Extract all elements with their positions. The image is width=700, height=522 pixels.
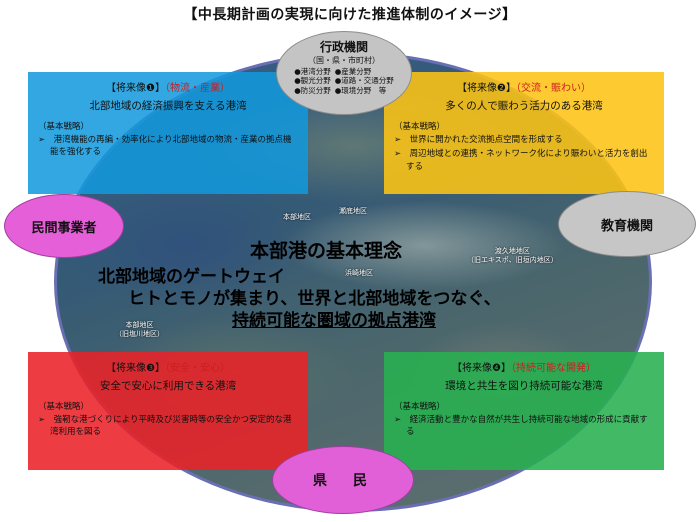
vision-1-subtitle: 北部地域の経済振興を支える港湾 [89,100,247,112]
place-label-toguchi-sub: （旧エキスポ、旧垣内地区） [467,255,558,264]
government-title: 行政機関 [319,40,368,54]
vision-1-strategy-item: ➢ 港湾機能の再編・効率化により北部地域の物流・産業の拠点機能を強化する [38,135,292,158]
core-philosophy-gateway: 北部地域のゲートウェイ [98,267,285,287]
vision-2-strategy-item: ➢ 世界に開かれた交流拠点空間を形成する [394,135,563,145]
vision-3-category: （安全・安心） [164,363,230,374]
government-field: ●港湾分野 [294,67,331,76]
place-label-motobu2-name: 本部地区 [125,321,154,329]
government-fields: ●港湾分野 ●産業分野 ●観光分野 ●道路・交通分野 ●防災分野 ●環境分野 等 [294,67,394,95]
page-title: 【中長期計画の実現に向けた推進体制のイメージ】 [183,7,517,23]
core-philosophy-hub: 持続可能な圏域の拠点港湾 [232,311,436,331]
stakeholder-government: 行政機関 （国・県・市町村） ●港湾分野 ●産業分野 ●観光分野 ●道路・交通分… [276,31,412,115]
government-field: ●観光分野 [294,76,331,86]
place-label-sesoko: 瀬底地区 [339,207,367,215]
vision-4-strategy-label: （基本戦略） [394,402,446,412]
vision-4-label: 【将来像❹】 [452,363,511,374]
government-field: ●道路・交通分野 [334,76,394,86]
vision-1-heading: 【将来像❶】（物流・産業） [28,81,308,96]
place-label-motobu2-sub: （旧塩川地区） [115,329,164,338]
government-field: ●産業分野 [334,67,372,76]
vision-4-subtitle: 環境と共生を図り持続可能な港湾 [445,380,603,392]
vision-1-category: （物流・産業） [164,83,230,94]
core-philosophy-heading: 本部港の基本理念 [250,240,403,262]
place-label-toguchi: 渡久地地区 （旧エキスポ、旧垣内地区） [467,247,558,265]
vision-2-heading: 【将来像❷】（交流・賑わい） [384,81,664,96]
government-subtitle: （国・県・市町村） [308,56,380,65]
vision-4-strategy-item: ➢ 経済活動と豊かな自然が共生し持続可能な地域の形成に貢献する [394,415,648,438]
vision-2-category: （交流・賑わい） [515,83,591,94]
vision-box-1-logistics: 【将来像❶】（物流・産業） 北部地域の経済振興を支える港湾 （基本戦略） ➢ 港… [28,72,308,194]
government-field: ●環境分野 等 [334,85,387,95]
stakeholder-private-business: 民間事業者 [4,194,124,258]
government-field: ●防災分野 [294,85,331,95]
vision-2-label: 【将来像❷】 [457,83,516,94]
place-label-toguchi-name: 渡久地地区 [494,247,530,255]
stakeholder-education: 教育機関 [558,191,696,257]
vision-1-label: 【将来像❶】 [106,83,165,94]
place-label-motobu-shiokawa: 本部地区 （旧塩川地区） [115,321,164,339]
vision-3-heading: 【将来像❸】（安全・安心） [28,361,308,376]
place-label-hamasaki: 浜崎地区 [345,269,373,277]
vision-box-3-safety: 【将来像❸】（安全・安心） 安全で安心に利用できる港湾 （基本戦略） ➢ 強靭な… [28,352,308,470]
vision-3-strategy-label: （基本戦略） [38,402,90,412]
place-label-motobu: 本部地区 [283,213,311,221]
core-philosophy-connect: ヒトとモノが集まり、世界と北部地域をつなぐ、 [128,289,501,309]
vision-box-2-exchange: 【将来像❷】（交流・賑わい） 多くの人で賑わう活力のある港湾 （基本戦略） ➢ … [384,72,664,194]
vision-2-strategy-item: ➢ 周辺地域との連携・ネットワーク化により賑わいと活力を創出する [394,149,648,172]
vision-4-heading: 【将来像❹】（持続可能な開発） [384,361,664,376]
vision-4-category: （持続可能な開発） [510,363,596,374]
vision-2-subtitle: 多くの人で賑わう活力のある港湾 [445,100,603,112]
vision-box-4-sustainable: 【将来像❹】（持続可能な開発） 環境と共生を図り持続可能な港湾 （基本戦略） ➢… [384,352,664,470]
vision-3-label: 【将来像❸】 [106,363,165,374]
vision-1-strategy-label: （基本戦略） [38,122,90,132]
vision-3-strategy-item: ➢ 強靭な港づくりにより平時及び災害時等の安全かつ安定的な港湾利用を図る [38,415,292,438]
stakeholder-residents: 県 民 [272,446,414,514]
vision-2-strategy-label: （基本戦略） [394,122,446,132]
vision-3-subtitle: 安全で安心に利用できる港湾 [99,380,237,392]
